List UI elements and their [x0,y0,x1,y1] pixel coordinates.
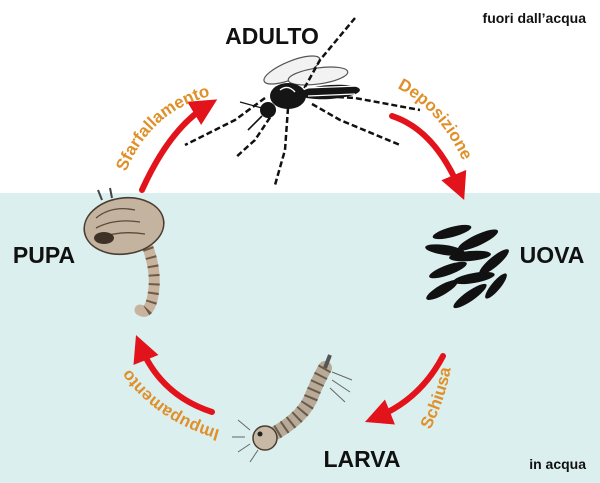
arrow-egg-laying [389,113,467,200]
eggs-label: UOVA [520,242,585,268]
pupa-label: PUPA [13,242,75,268]
eggs-icon [425,224,509,309]
larva-label: LARVA [323,446,400,472]
adult-label: ADULTO [225,23,319,49]
in-water-label: in acqua [529,456,586,472]
larva-icon [232,354,353,463]
arrow-emergence [139,99,218,193]
arrow-pupation [133,334,215,415]
out-of-water-label: fuori dall’acqua [483,10,587,26]
pupa-icon [83,187,165,317]
mosquito-icon [184,17,421,186]
arrow-hatching [364,353,446,425]
